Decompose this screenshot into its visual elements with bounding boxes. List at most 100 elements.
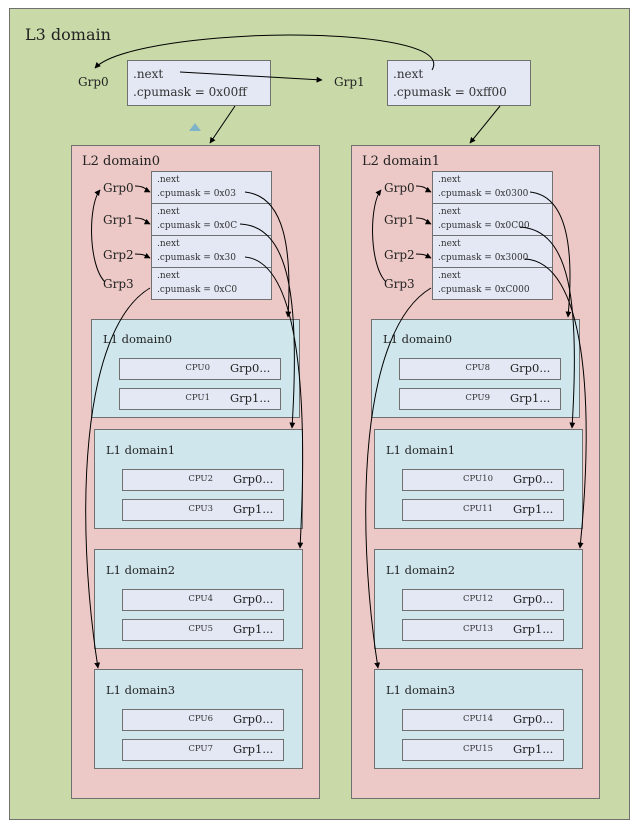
l1-title: L1 domain2 <box>106 563 176 577</box>
l1-title: L1 domain1 <box>386 443 456 457</box>
l2-0-group-1: .next .cpumask = 0x0C <box>151 203 272 236</box>
cpu-name: CPU11 <box>462 504 493 514</box>
cpu-name: CPU1 <box>185 393 210 403</box>
cpu-name: CPU14 <box>462 714 493 724</box>
group-next: .next <box>438 271 461 281</box>
cpu-name: CPU5 <box>188 624 213 634</box>
cpu-grp: Grp1... <box>233 742 274 756</box>
cpu-row: CPU12 Grp0... <box>402 589 564 611</box>
l3-grp1-label: Grp1 <box>334 75 365 89</box>
l2-1-l1-domain1: L1 domain1 CPU10 Grp0... CPU11 Grp1... <box>374 429 583 529</box>
l2-1-grp3-label: Grp3 <box>384 277 415 291</box>
cpu-row: CPU14 Grp0... <box>402 709 564 731</box>
cpu-row: CPU11 Grp1... <box>402 499 564 521</box>
l2-0-grp3-label: Grp3 <box>103 277 134 291</box>
cpu-name: CPU3 <box>188 504 213 514</box>
cpu-row: CPU3 Grp1... <box>122 499 284 521</box>
l2-0-l1-domain3: L1 domain3 CPU6 Grp0... CPU7 Grp1... <box>94 669 303 769</box>
l3-grp0-label: Grp0 <box>78 75 109 89</box>
cpu-row: CPU13 Grp1... <box>402 619 564 641</box>
cpu-name: CPU10 <box>462 474 493 484</box>
cpu-grp: Grp1... <box>510 391 551 405</box>
l2-0-grp0-label: Grp0 <box>103 181 134 195</box>
group-cpumask: .cpumask = 0x03 <box>157 189 236 199</box>
group-cpumask: .cpumask = 0xC0 <box>157 285 238 295</box>
l2-domain1-title: L2 domain1 <box>362 154 441 169</box>
cpu-grp: Grp0... <box>233 712 274 726</box>
l2-1-l1-domain2: L1 domain2 CPU12 Grp0... CPU13 Grp1... <box>374 549 583 649</box>
cpu-name: CPU8 <box>465 363 490 373</box>
l2-1-l1-domain0: L1 domain0 CPU8 Grp0... CPU9 Grp1... <box>371 319 580 418</box>
l2-1-group-2: .next .cpumask = 0x3000 <box>432 235 553 268</box>
group-cpumask: .cpumask = 0x0300 <box>438 189 529 199</box>
cpu-row: CPU2 Grp0... <box>122 469 284 491</box>
cpu-name: CPU7 <box>188 744 213 754</box>
l2-1-group-3: .next .cpumask = 0xC000 <box>432 267 553 300</box>
cpu-row: CPU0 Grp0... <box>119 358 281 380</box>
l2-0-group-0: .next .cpumask = 0x03 <box>151 171 272 204</box>
cpu-grp: Grp0... <box>513 592 554 606</box>
group-next: .next <box>157 207 180 217</box>
l2-1-group-1: .next .cpumask = 0x0C00 <box>432 203 553 236</box>
l2-1-l1-domain3: L1 domain3 CPU14 Grp0... CPU15 Grp1... <box>374 669 583 769</box>
l1-title: L1 domain0 <box>103 332 173 346</box>
cpu-name: CPU4 <box>188 594 213 604</box>
cpu-name: CPU12 <box>462 594 493 604</box>
l2-0-grp1-label: Grp1 <box>103 213 134 227</box>
l2-1-group-0: .next .cpumask = 0x0300 <box>432 171 553 204</box>
cpu-row: CPU9 Grp1... <box>399 388 561 410</box>
l1-title: L1 domain1 <box>106 443 176 457</box>
cpu-grp: Grp1... <box>233 622 274 636</box>
cpu-grp: Grp0... <box>233 592 274 606</box>
l3-grp1-cpumask: .cpumask = 0xff00 <box>393 85 507 99</box>
group-cpumask: .cpumask = 0x30 <box>157 253 236 263</box>
cpu-row: CPU7 Grp1... <box>122 739 284 761</box>
l1-title: L1 domain2 <box>386 563 456 577</box>
l2-domain0-title: L2 domain0 <box>82 154 161 169</box>
l2-0-group-2: .next .cpumask = 0x30 <box>151 235 272 268</box>
cpu-grp: Grp1... <box>230 391 271 405</box>
l2-0-grp2-label: Grp2 <box>103 248 134 262</box>
l3-grp1-next: .next <box>393 67 424 81</box>
cpu-name: CPU2 <box>188 474 213 484</box>
cpu-row: CPU15 Grp1... <box>402 739 564 761</box>
group-cpumask: .cpumask = 0x0C <box>157 221 238 231</box>
l2-0-group-3: .next .cpumask = 0xC0 <box>151 267 272 300</box>
group-next: .next <box>157 271 180 281</box>
cpu-grp: Grp0... <box>513 712 554 726</box>
group-cpumask: .cpumask = 0xC000 <box>438 285 530 295</box>
group-cpumask: .cpumask = 0x0C00 <box>438 221 530 231</box>
l2-0-l1-domain2: L1 domain2 CPU4 Grp0... CPU5 Grp1... <box>94 549 303 649</box>
cpu-name: CPU0 <box>185 363 210 373</box>
cpu-name: CPU9 <box>465 393 490 403</box>
l1-title: L1 domain3 <box>106 683 176 697</box>
cpu-row: CPU10 Grp0... <box>402 469 564 491</box>
cpu-row: CPU8 Grp0... <box>399 358 561 380</box>
group-next: .next <box>157 175 180 185</box>
l3-grp1-box: .next .cpumask = 0xff00 <box>387 60 531 106</box>
l2-1-grp2-label: Grp2 <box>384 248 415 262</box>
cpu-grp: Grp0... <box>510 361 551 375</box>
l1-title: L1 domain3 <box>386 683 456 697</box>
group-next: .next <box>438 239 461 249</box>
cpu-row: CPU6 Grp0... <box>122 709 284 731</box>
l3-grp0-box: .next .cpumask = 0x00ff <box>127 60 271 106</box>
cpu-row: CPU4 Grp0... <box>122 589 284 611</box>
group-next: .next <box>438 175 461 185</box>
l2-0-l1-domain0: L1 domain0 CPU0 Grp0... CPU1 Grp1... <box>91 319 300 418</box>
cpu-grp: Grp1... <box>513 742 554 756</box>
cpu-name: CPU13 <box>462 624 493 634</box>
l2-1-grp0-label: Grp0 <box>384 181 415 195</box>
l3-grp0-next: .next <box>133 67 164 81</box>
l3-grp0-cpumask: .cpumask = 0x00ff <box>133 85 247 99</box>
l3-domain-title: L3 domain <box>25 25 111 44</box>
group-cpumask: .cpumask = 0x3000 <box>438 253 529 263</box>
group-next: .next <box>438 207 461 217</box>
cpu-name: CPU15 <box>462 744 493 754</box>
cpu-row: CPU5 Grp1... <box>122 619 284 641</box>
cpu-grp: Grp0... <box>513 472 554 486</box>
group-next: .next <box>157 239 180 249</box>
cpu-name: CPU6 <box>188 714 213 724</box>
l1-title: L1 domain0 <box>383 332 453 346</box>
l2-1-grp1-label: Grp1 <box>384 213 415 227</box>
